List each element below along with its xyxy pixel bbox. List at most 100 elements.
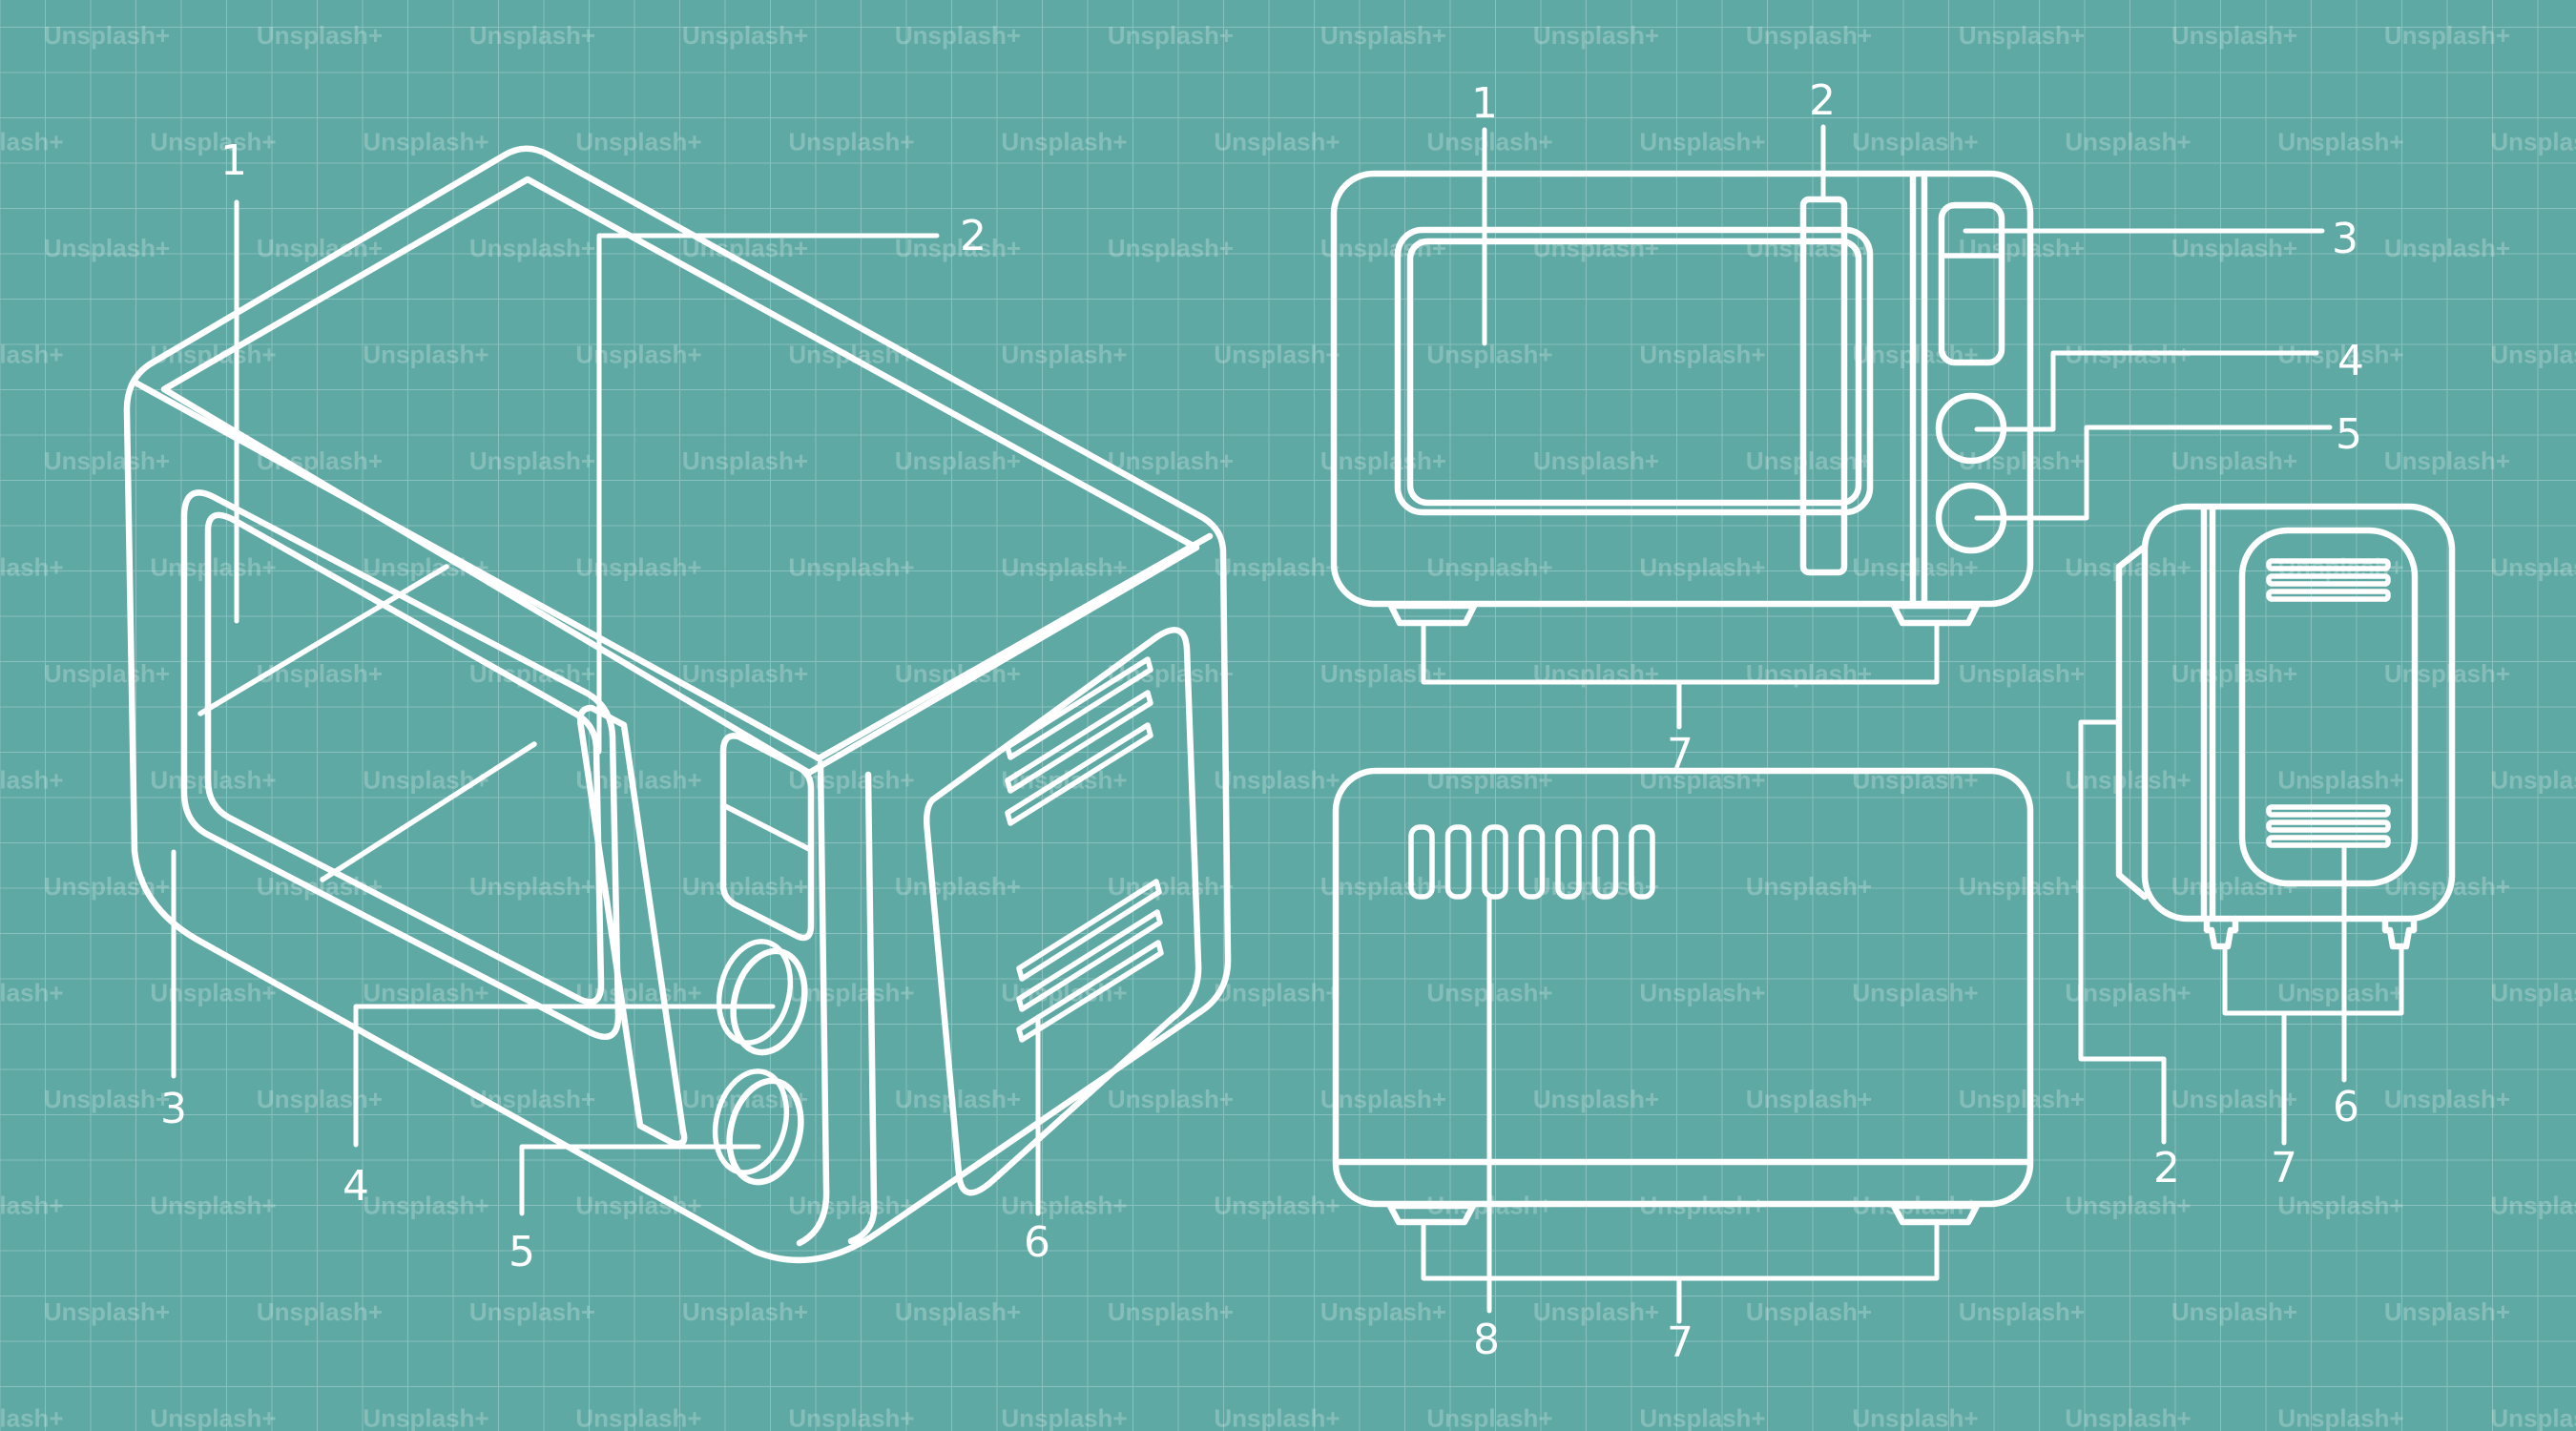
watermark-text: Unsplash+ bbox=[469, 21, 595, 50]
watermark-text: Unsplash+ bbox=[2065, 979, 2191, 1007]
back-foot-right bbox=[1890, 1202, 1981, 1226]
watermark-text: Unsplash+ bbox=[1214, 553, 1340, 582]
watermark-text: Unsplash+ bbox=[1001, 1404, 1127, 1431]
watermark-text: Unsplash+ bbox=[2065, 128, 2191, 156]
leader-7-bracket bbox=[2222, 946, 2404, 1146]
watermark-text: Unsplash+ bbox=[2065, 1192, 2191, 1220]
leader-2 bbox=[596, 233, 940, 755]
watermark-text: Unsplash+ bbox=[1001, 128, 1127, 156]
leader-4 bbox=[1974, 350, 2319, 432]
watermark-text: Unsplash+ bbox=[2277, 1404, 2403, 1431]
watermark-text: Unsplash+ bbox=[363, 341, 488, 369]
part-label-front-5: 5 bbox=[2336, 410, 2362, 459]
part-label-isometric-1: 1 bbox=[220, 136, 247, 185]
watermark-text: Unsplash+ bbox=[1320, 446, 1446, 475]
vent-slat bbox=[1016, 909, 1163, 1012]
watermark-text: Unsplash+ bbox=[1746, 446, 1872, 475]
watermark-text: Unsplash+ bbox=[150, 766, 276, 795]
watermark-text: Unsplash+ bbox=[2490, 1192, 2576, 1220]
part-label-side-7: 7 bbox=[2271, 1144, 2297, 1192]
part-label-front-4: 4 bbox=[2337, 337, 2364, 385]
side-vent-slats-lower bbox=[2266, 804, 2391, 848]
part-label-isometric-5: 5 bbox=[509, 1228, 535, 1276]
watermark-text: Unsplash+ bbox=[1639, 341, 1765, 369]
part-label-front-3: 3 bbox=[2332, 215, 2358, 263]
front-window-outer bbox=[1394, 226, 1874, 516]
watermark-text: Unsplash+ bbox=[0, 341, 64, 369]
watermark-text: Unsplash+ bbox=[1320, 21, 1446, 50]
watermark-text: Unsplash+ bbox=[363, 979, 488, 1007]
watermark-text: Unsplash+ bbox=[1108, 446, 1234, 475]
watermark-text: Unsplash+ bbox=[1108, 872, 1234, 901]
iso-display-divider bbox=[722, 803, 812, 852]
watermark-text: Unsplash+ bbox=[1426, 341, 1552, 369]
watermark-text: Unsplash+ bbox=[0, 766, 64, 795]
iso-display bbox=[719, 733, 815, 942]
back-body bbox=[1332, 767, 2034, 1208]
side-leader-lines bbox=[2078, 719, 2404, 1146]
part-label-back-7: 7 bbox=[1667, 1318, 1693, 1367]
part-label-front-7: 7 bbox=[1667, 730, 1693, 778]
watermark-text: Unsplash+ bbox=[469, 1297, 595, 1326]
front-foot-left bbox=[1387, 602, 1478, 627]
watermark-text: Unsplash+ bbox=[1001, 553, 1127, 582]
watermark-text: Unsplash+ bbox=[2171, 446, 2297, 475]
vent-slat bbox=[1005, 690, 1153, 794]
front-leader-lines bbox=[1421, 124, 2333, 730]
watermark-text: Unsplash+ bbox=[1852, 128, 1978, 156]
watermark-text: Unsplash+ bbox=[469, 872, 595, 901]
vent-slat bbox=[1016, 879, 1162, 982]
watermark-text: Unsplash+ bbox=[44, 446, 170, 475]
iso-door-handle bbox=[576, 704, 688, 1147]
back-view bbox=[1332, 767, 2034, 1324]
watermark-text: Unsplash+ bbox=[2490, 979, 2576, 1007]
watermark-text: Unsplash+ bbox=[2171, 872, 2297, 901]
vent-slot bbox=[1555, 824, 1582, 900]
watermark-text: Unsplash+ bbox=[1108, 234, 1234, 262]
iso-knob-upper-front bbox=[730, 947, 808, 1056]
watermark-text: Unsplash+ bbox=[895, 446, 1021, 475]
watermark-text: Unsplash+ bbox=[1320, 234, 1446, 262]
watermark-text: Unsplash+ bbox=[0, 979, 64, 1007]
watermark-text: Unsplash+ bbox=[2277, 1192, 2403, 1220]
back-vent-slots bbox=[1408, 824, 1655, 900]
iso-knob-upper bbox=[716, 939, 808, 1056]
watermark-text: Unsplash+ bbox=[150, 1192, 276, 1220]
isometric-view bbox=[123, 145, 1232, 1264]
watermark-text: Unsplash+ bbox=[788, 128, 914, 156]
watermark-text: Unsplash+ bbox=[895, 872, 1021, 901]
watermark-text: Unsplash+ bbox=[895, 1085, 1021, 1113]
watermark-text: Unsplash+ bbox=[788, 979, 914, 1007]
watermark-text: Unsplash+ bbox=[2277, 979, 2403, 1007]
side-panel bbox=[2238, 527, 2419, 887]
part-label-isometric-6: 6 bbox=[1024, 1218, 1050, 1267]
watermark-text: Unsplash+ bbox=[44, 659, 170, 688]
vent-slat bbox=[2266, 573, 2391, 587]
watermark-text: Unsplash+ bbox=[1852, 1404, 1978, 1431]
watermark-text: Unsplash+ bbox=[575, 128, 701, 156]
watermark-text: Unsplash+ bbox=[1001, 1192, 1127, 1220]
watermark-text: Unsplash+ bbox=[1639, 979, 1765, 1007]
watermark-text: Unsplash+ bbox=[150, 128, 276, 156]
watermark-text: Unsplash+ bbox=[1533, 446, 1659, 475]
watermark-text: Unsplash+ bbox=[682, 1297, 808, 1326]
watermark-text: Unsplash+ bbox=[44, 1085, 170, 1113]
side-foot-right bbox=[2381, 915, 2418, 950]
watermark-text: Unsplash+ bbox=[257, 659, 383, 688]
watermark-text: Unsplash+ bbox=[1320, 1297, 1446, 1326]
watermark-text: Unsplash+ bbox=[257, 21, 383, 50]
vent-slot bbox=[1482, 824, 1508, 900]
iso-glass-shine-2 bbox=[320, 741, 537, 882]
watermark-text: Unsplash+ bbox=[2490, 341, 2576, 369]
watermark-text: Unsplash+ bbox=[0, 128, 64, 156]
part-label-front-1: 1 bbox=[1471, 79, 1498, 128]
watermark-text: Unsplash+ bbox=[2277, 766, 2403, 795]
watermark-text: Unsplash+ bbox=[1533, 1085, 1659, 1113]
watermark-text: Unsplash+ bbox=[1320, 1085, 1446, 1113]
side-vent-slats-upper bbox=[2266, 558, 2391, 602]
watermark-text: Unsplash+ bbox=[788, 1404, 914, 1431]
